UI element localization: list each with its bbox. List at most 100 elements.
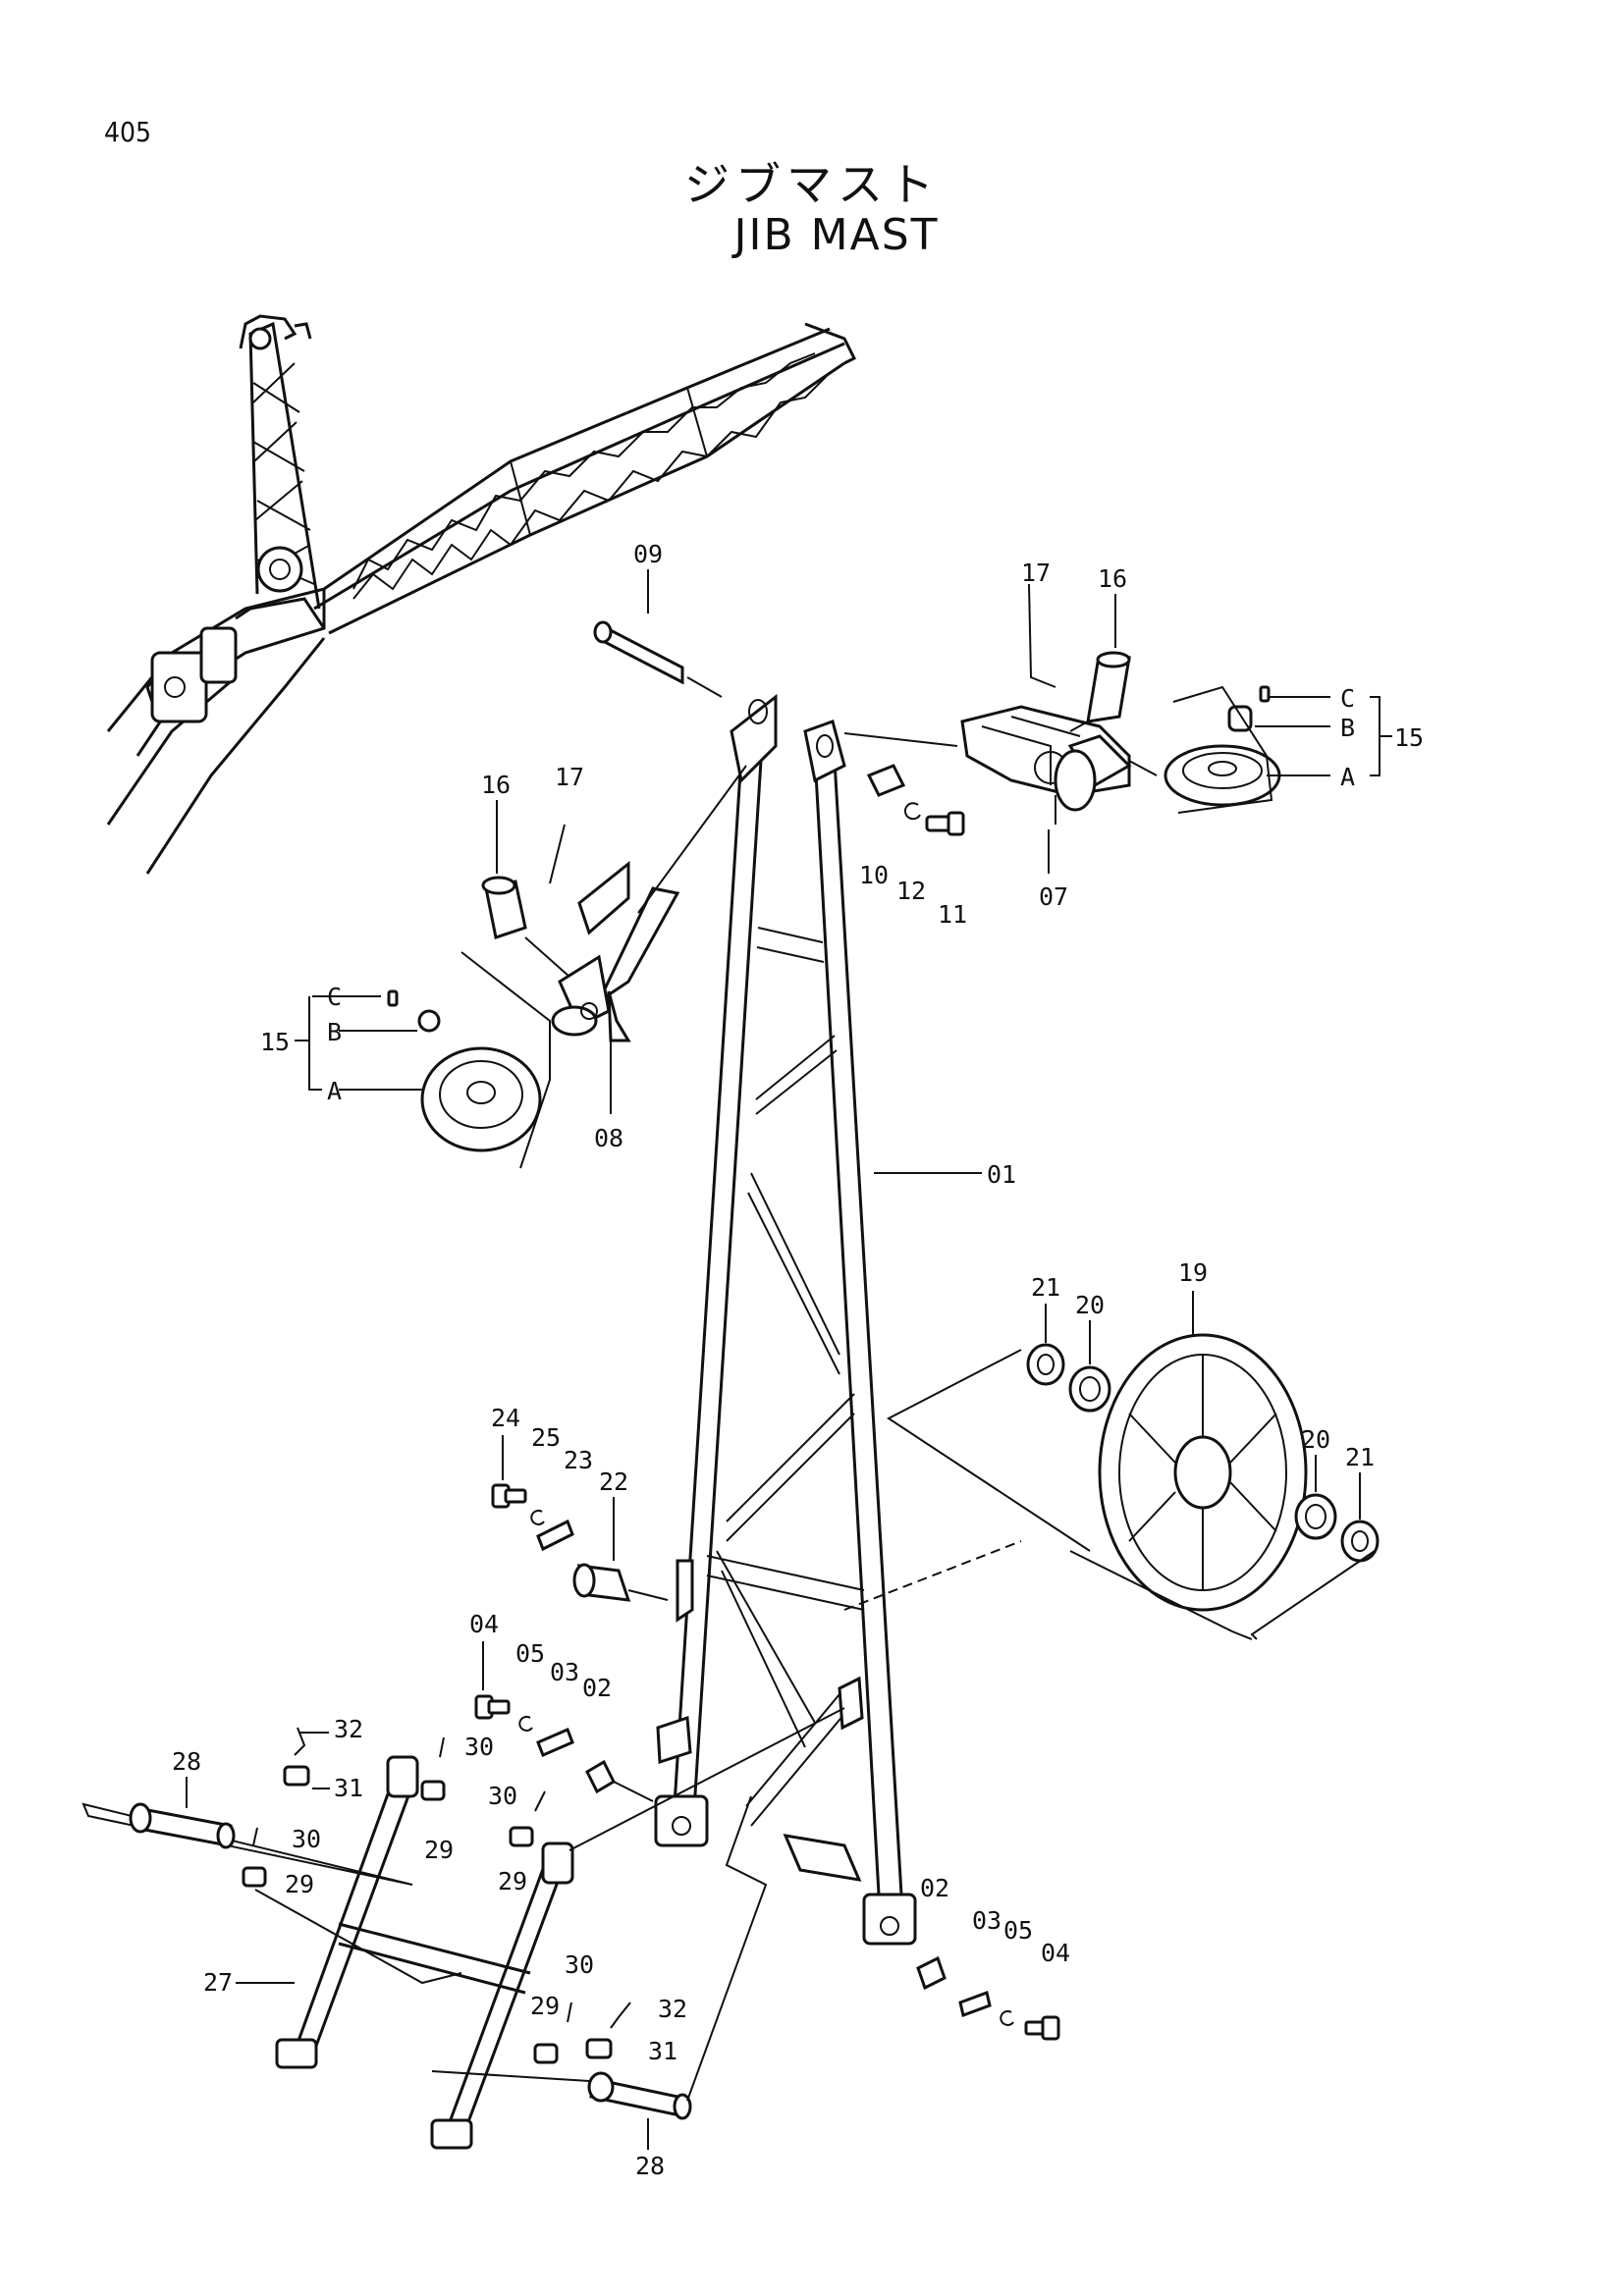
part-02-pin-lower [916,1955,947,1991]
part-12-washer [903,802,921,821]
bracket-15-left [295,995,422,1091]
part-22-pin [572,1563,631,1602]
part-16-pin-right [1086,651,1131,723]
label-sub-A-left: A [327,1077,342,1105]
crane-overview-illustration [106,314,857,875]
label-05-lower: 05 [1003,1916,1033,1945]
label-30-lower: 30 [565,1950,594,1979]
leader-15-left [460,951,551,1169]
leader-16-left [524,936,570,978]
part-25-washer [530,1509,545,1525]
label-sub-C-left: C [327,983,342,1011]
leader-08-to-mast [637,765,747,914]
label-22: 22 [599,1468,628,1496]
label-20-left: 20 [1075,1291,1105,1319]
part-30-clip-c [534,1790,546,1812]
label-32-lower: 32 [658,1995,687,2023]
label-09: 09 [633,540,663,568]
label-02-upper: 02 [582,1674,612,1702]
part-03-plate-lower [958,1991,992,2017]
part-28-strut-upper [129,1802,236,1849]
label-21-right: 21 [1345,1443,1375,1471]
label-02-lower: 02 [920,1874,949,1902]
label-24: 24 [491,1404,520,1432]
leader-28-lower [431,1795,768,2102]
label-28-lower: 28 [635,2152,665,2180]
label-leaders [186,569,1361,2150]
part-24-bolt [491,1483,527,1509]
label-30-mid: 30 [488,1782,517,1810]
label-23: 23 [564,1446,593,1474]
label-29-mid: 29 [498,1867,527,1896]
leader-22 [627,1589,669,1601]
part-04-bolt-lower [1024,2015,1060,2041]
leader-27-wedge [81,1802,413,1886]
part-29-pin-d [533,2043,559,2064]
leader-19-assembly [887,1349,1376,1640]
label-sub-A-right: A [1340,763,1355,791]
title-english: JIB MAST [733,210,940,260]
part-29-pin-c [509,1826,534,1847]
label-17-right: 17 [1021,559,1051,587]
part-21-spacer-right [1340,1520,1380,1563]
label-16-right: 16 [1098,564,1127,593]
part-labels: 09 17 16 C B A 15 10 12 11 07 16 17 C B … [172,540,1424,2180]
part-04-bolt-upper [474,1694,511,1720]
label-01: 01 [987,1160,1016,1189]
label-19: 19 [1178,1258,1208,1287]
label-30-upper-mid: 30 [464,1733,494,1761]
label-15-left: 15 [260,1028,290,1056]
label-16-left: 16 [481,771,511,799]
part-19-sheave [1098,1333,1308,1612]
part-29-pin-a [242,1866,267,1888]
part-21-spacer-left [1026,1343,1065,1386]
label-31-lower: 31 [648,2037,677,2065]
part-15-sheave-right [1164,685,1281,814]
part-10-plate [866,764,906,797]
label-28-upper: 28 [172,1747,201,1776]
part-32-clip-b [610,2002,631,2029]
label-31-upper: 31 [334,1774,363,1802]
part-20-bearing-left [1068,1365,1111,1413]
part-05-washer-upper [518,1715,533,1732]
part-27-a-frame [275,1755,574,2150]
part-01-mast-frame [654,693,917,1946]
bracket-15-right [1255,696,1392,776]
label-17-left: 17 [555,763,584,791]
leader-15-right [1128,760,1158,776]
label-12: 12 [896,877,926,905]
part-23-plate [536,1519,574,1552]
leader-strut-to-mast [568,1707,845,1851]
label-29-lower: 29 [530,1992,560,2020]
label-15-right: 15 [1394,723,1424,752]
label-30-left: 30 [292,1825,321,1853]
label-sub-C-right: C [1340,684,1355,713]
part-30-clip-b [439,1736,445,1758]
part-03-plate-upper [536,1728,574,1757]
part-16-pin-left [481,876,527,939]
part-17-clip-right [1028,583,1056,688]
leader-02-upper [613,1781,654,1802]
dashed-axis-line [843,1540,1022,1611]
leader-16-right [1069,721,1089,732]
leader-07-to-mast [843,732,958,747]
part-07-bracket [960,705,1132,825]
part-15-sheave-left [387,989,542,1152]
part-31-pin-a [283,1765,310,1787]
part-31-pin-b [585,2038,613,2059]
part-29-pin-b [420,1780,446,1801]
part-28-strut-lower [587,2071,692,2120]
part-30-clip-d [567,2002,572,2023]
label-32-upper: 32 [334,1715,363,1743]
label-20-right: 20 [1301,1425,1330,1454]
part-05-washer-lower [1000,2009,1014,2026]
part-17-clip-left [549,824,566,884]
label-03-upper: 03 [550,1658,579,1686]
part-02-pin-upper [585,1759,616,1794]
label-10: 10 [859,861,889,889]
part-20-bearing-right [1294,1493,1337,1540]
label-29-upper-mid: 29 [424,1836,454,1864]
label-29-left: 29 [285,1870,314,1898]
label-05-upper: 05 [515,1639,545,1668]
